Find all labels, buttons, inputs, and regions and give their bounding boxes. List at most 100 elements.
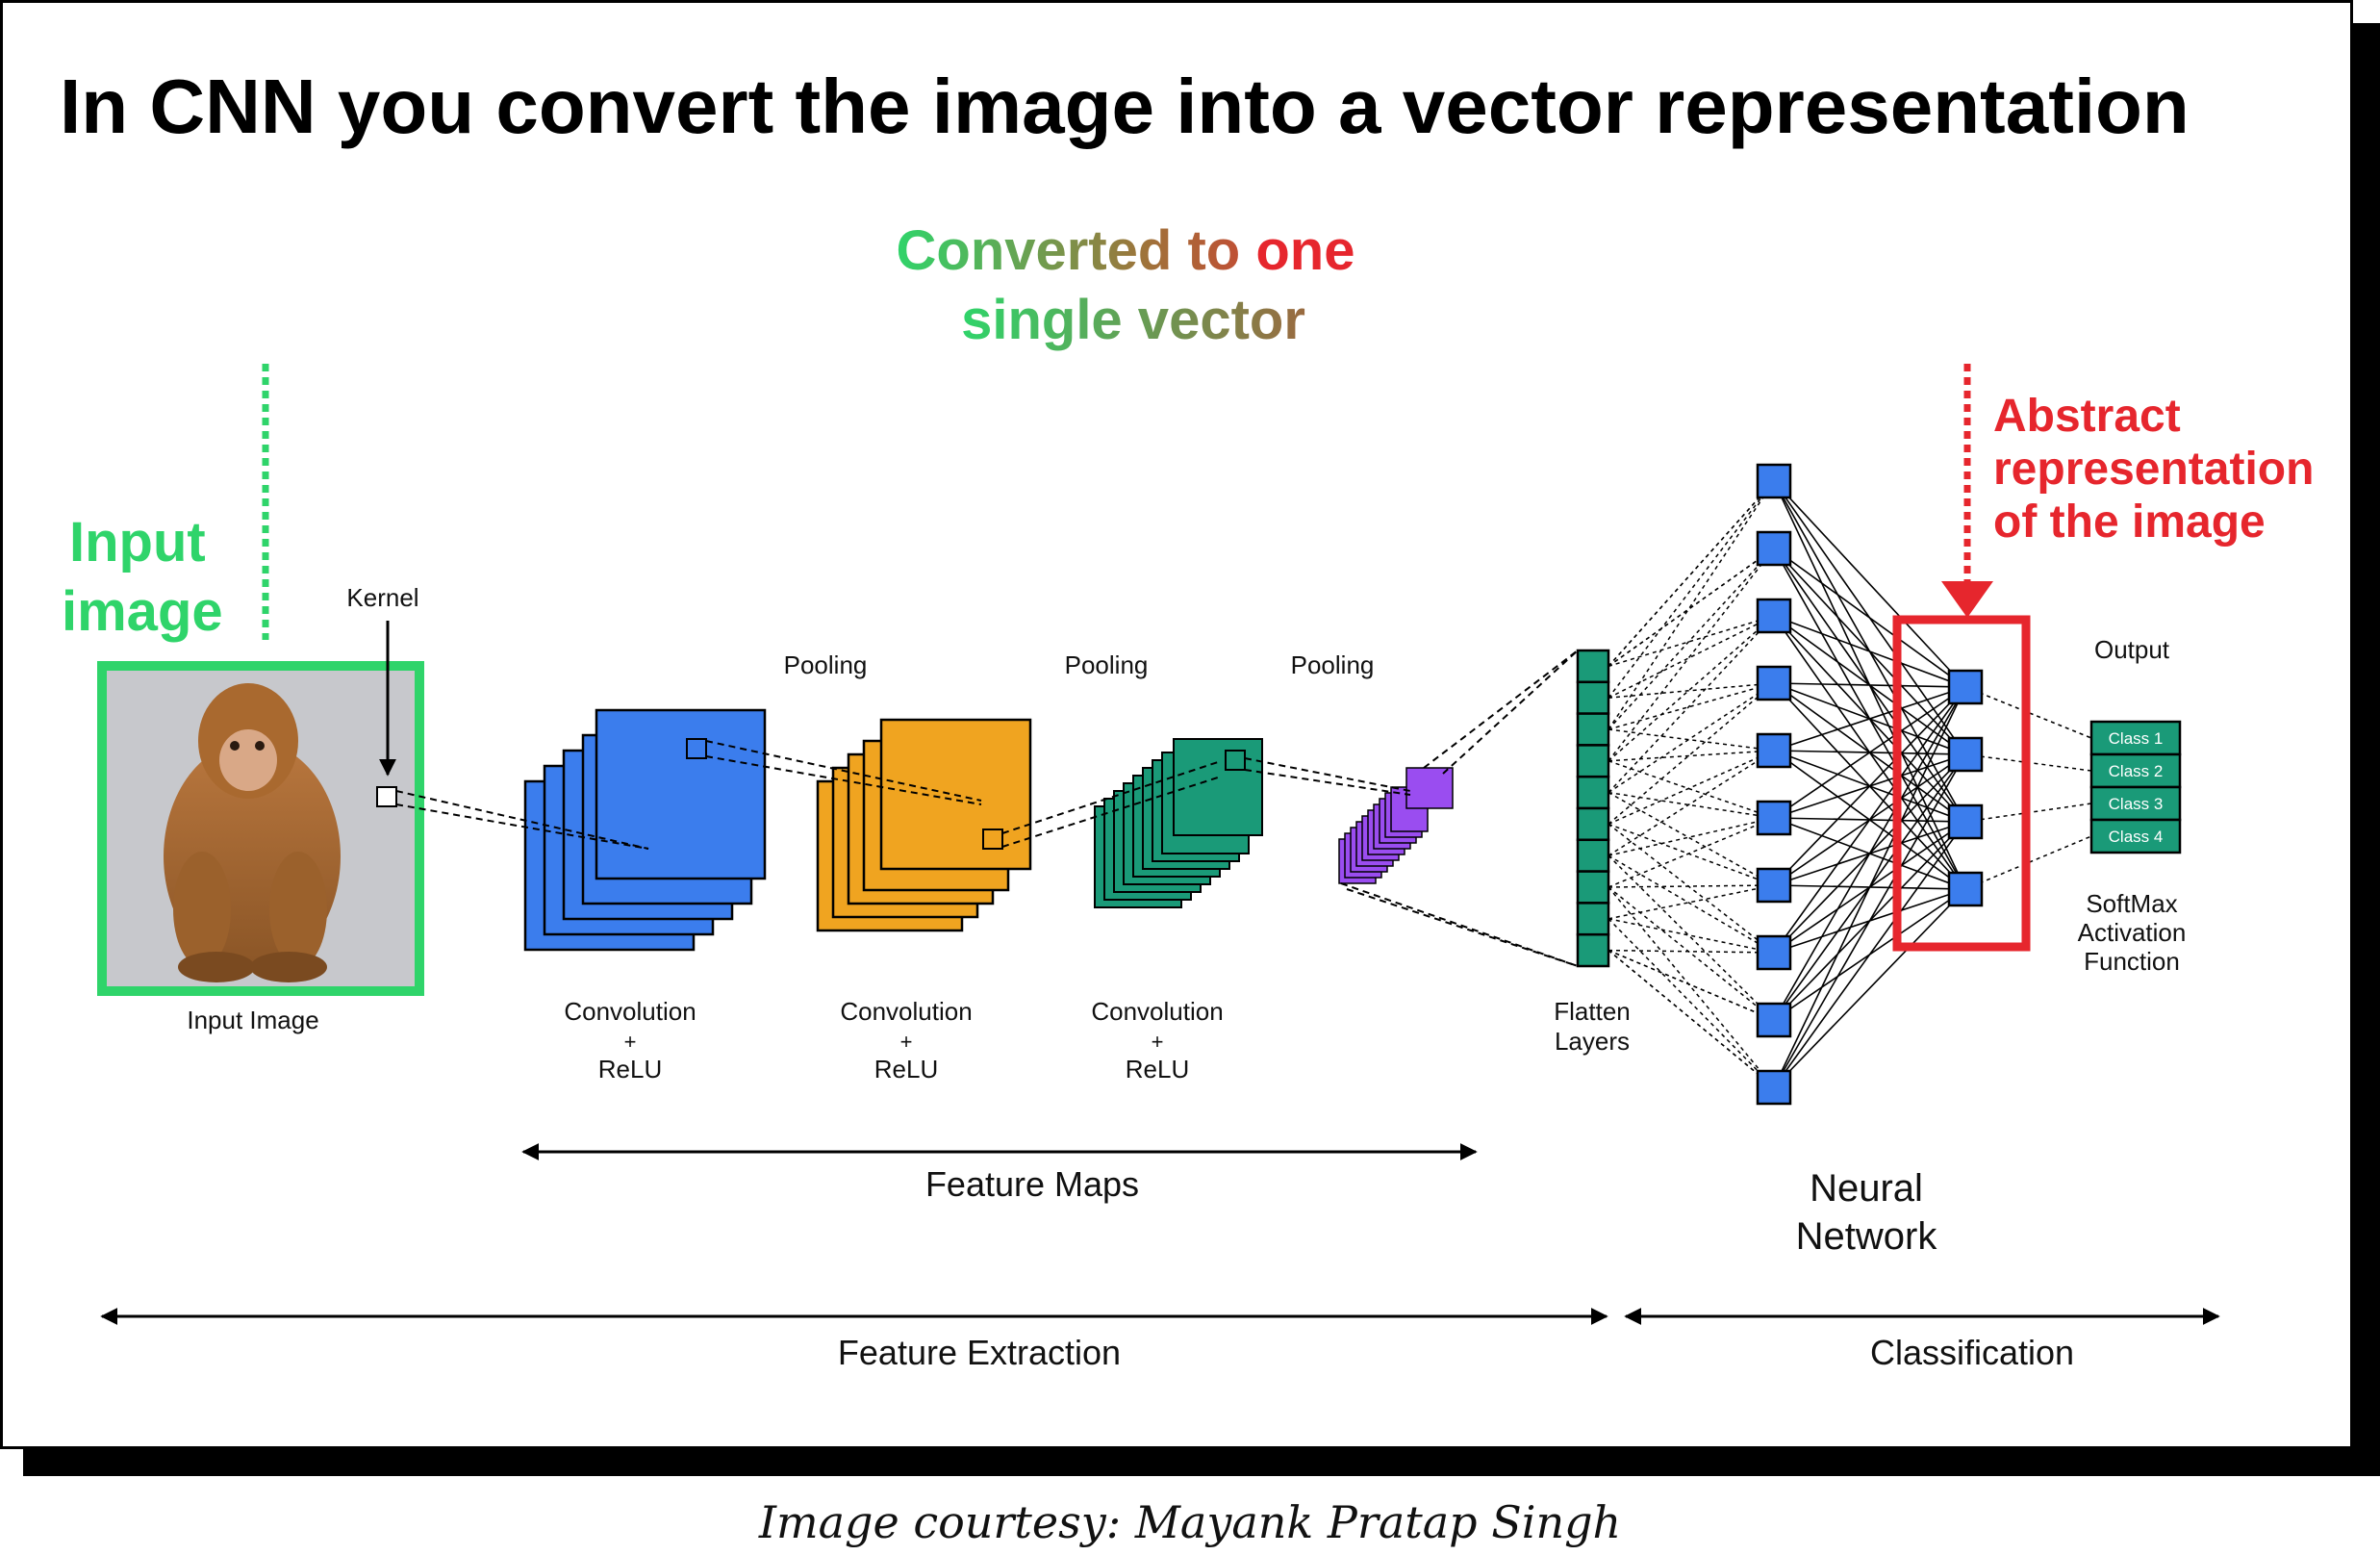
- flatten-to-hidden-link: [1608, 750, 1775, 826]
- converted-label-line2: single vector: [961, 289, 1305, 351]
- conv-label-2: Convolution + ReLU: [840, 997, 972, 1083]
- neural-network-label-line2: Network: [1796, 1215, 1938, 1258]
- hidden-node: [1756, 463, 1792, 499]
- abstract-label-line3: of the image: [1993, 497, 2266, 548]
- conv-label-3-plus: +: [1152, 1030, 1164, 1054]
- flatten-to-hidden-link: [1608, 760, 1775, 819]
- hidden-to-abstract-link: [1773, 686, 1966, 819]
- hidden-node: [1756, 867, 1792, 904]
- conv2-dash-top: [1001, 761, 1219, 834]
- pool-dash-top-2: [1442, 650, 1579, 775]
- flatten-to-hidden-link: [1608, 548, 1775, 730]
- abstract-label-line2: representation: [1993, 444, 2314, 495]
- flatten-cell: [1576, 870, 1610, 905]
- abstract-node: [1947, 803, 1984, 840]
- flatten-cell: [1576, 806, 1610, 842]
- conv-label-3: Convolution + ReLU: [1091, 997, 1223, 1083]
- pool-dash-top: [1423, 650, 1579, 769]
- flatten-to-hidden-link: [1608, 854, 1775, 954]
- flatten-cell: [1576, 680, 1610, 715]
- flatten-to-hidden-link: [1608, 682, 1775, 794]
- softmax-label-line2: Activation: [2078, 918, 2187, 947]
- flatten-to-hidden-link: [1608, 886, 1775, 1088]
- hidden-node: [1756, 1069, 1792, 1106]
- conv1-dash-bottom: [705, 755, 982, 805]
- hidden-to-abstract-link: [1773, 686, 1966, 954]
- flatten-label-line2: Layers: [1555, 1027, 1630, 1056]
- pooling-label-3: Pooling: [1291, 650, 1375, 679]
- flatten-to-hidden-link: [1608, 750, 1775, 856]
- flatten-to-hidden-link: [1608, 682, 1775, 699]
- flatten-cell: [1576, 932, 1610, 968]
- input-label-line2: image: [62, 580, 223, 643]
- cnn-diagram: In CNN you convert the image into a vect…: [60, 64, 2314, 1372]
- hidden-to-abstract-link: [1773, 548, 1966, 688]
- pool-dash-bottom: [1340, 882, 1579, 967]
- feature-extraction-label: Feature Extraction: [838, 1333, 1121, 1372]
- hidden-to-abstract-link: [1773, 686, 1966, 1088]
- flatten-to-hidden-link: [1608, 884, 1775, 888]
- flatten-to-hidden-link: [1608, 791, 1775, 819]
- output-class-cell: [2089, 818, 2182, 854]
- conv3-dash-bottom: [1244, 769, 1411, 796]
- output-class-cell: [2089, 720, 2182, 756]
- image-credit: Image courtesy: Mayank Pratap Singh: [758, 1496, 1622, 1548]
- flatten-to-hidden-link: [1608, 884, 1775, 920]
- flatten-to-hidden-link: [1608, 886, 1775, 1021]
- conv2-dash-bottom: [1001, 777, 1219, 848]
- softmax-label-line3: Function: [2084, 947, 2180, 976]
- output-class-label: Class 2: [2109, 762, 2164, 780]
- flatten-to-hidden-link: [1608, 949, 1775, 954]
- flatten-to-hidden-link: [1608, 817, 1775, 888]
- conv-label-2-relu: ReLU: [874, 1055, 938, 1083]
- conv-label-1-plus: +: [624, 1030, 637, 1054]
- flatten-to-hidden-link: [1608, 615, 1775, 794]
- conv-label-3-top: Convolution: [1091, 997, 1223, 1026]
- hidden-node: [1756, 598, 1792, 634]
- hidden-node: [1756, 800, 1792, 836]
- flatten-to-hidden-link: [1608, 918, 1775, 1088]
- hidden-to-abstract-link: [1773, 686, 1966, 886]
- pool-dash-bottom-2: [1346, 888, 1579, 967]
- input-image: [97, 661, 424, 996]
- flatten-cell: [1576, 775, 1610, 810]
- conv1-dash-top: [705, 740, 982, 802]
- pooling-label-2: Pooling: [1065, 650, 1149, 679]
- hidden-to-abstract-link: [1773, 686, 1966, 1021]
- flatten-to-hidden-link: [1608, 615, 1775, 762]
- flatten-to-hidden-link: [1608, 480, 1775, 667]
- hidden-to-abstract-link: [1773, 753, 1966, 1088]
- output-class-label: Class 3: [2109, 795, 2164, 813]
- hidden-to-abstract-link: [1773, 480, 1966, 688]
- flatten-label-line1: Flatten: [1554, 997, 1631, 1026]
- conv-label-1-top: Convolution: [564, 997, 696, 1026]
- abstract-node: [1947, 669, 1984, 705]
- flatten-to-hidden-link: [1608, 548, 1775, 762]
- conv-label-2-plus: +: [900, 1030, 913, 1054]
- feature-maps-label: Feature Maps: [925, 1164, 1139, 1204]
- nn-connections: [1608, 480, 2092, 1088]
- conv-label-1: Convolution + ReLU: [564, 997, 696, 1083]
- kernel-dash-bottom: [395, 803, 649, 850]
- hidden-node: [1756, 732, 1792, 769]
- conv3-dash-top: [1244, 757, 1411, 792]
- input-image-green-frame: [97, 661, 424, 996]
- hidden-to-abstract-link: [1773, 682, 1966, 688]
- hidden-node: [1756, 665, 1792, 701]
- page-title: In CNN you convert the image into a vect…: [60, 64, 2190, 149]
- flatten-cell: [1576, 649, 1610, 684]
- pooling-label-1: Pooling: [784, 650, 868, 679]
- flatten-cell: [1576, 902, 1610, 936]
- converted-label-line1: Converted to one: [897, 219, 1355, 282]
- flatten-cell: [1576, 838, 1610, 873]
- conv-label-3-relu: ReLU: [1126, 1055, 1189, 1083]
- kernel-square: [376, 786, 397, 807]
- conv1-stack: [523, 708, 767, 952]
- flatten-to-hidden-link: [1608, 728, 1775, 752]
- abstract-node: [1947, 736, 1984, 773]
- flatten-to-hidden-link: [1608, 548, 1775, 668]
- flatten-to-hidden-link: [1608, 918, 1775, 954]
- flatten-to-hidden-link: [1608, 823, 1775, 886]
- abstract-label-line1: Abstract: [1993, 391, 2181, 442]
- hidden-node: [1756, 1002, 1792, 1038]
